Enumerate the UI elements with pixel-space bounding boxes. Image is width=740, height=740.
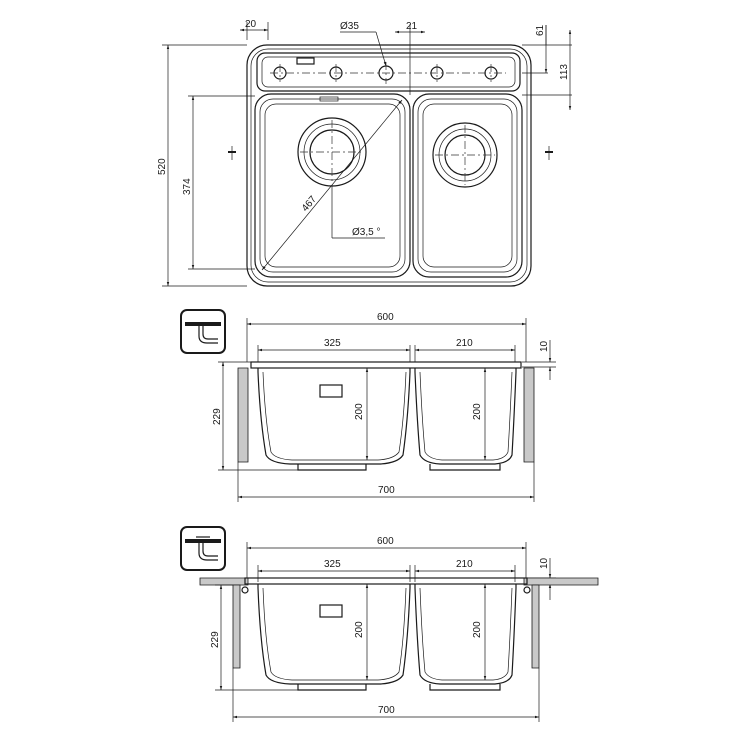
logo-plate [296, 57, 315, 65]
dim-d35-degree: Ø3,5 ° [352, 227, 380, 238]
top-view: 20 Ø35 21 61 113 520 374 [157, 19, 572, 287]
s2-dim-210: 210 [456, 559, 473, 570]
s2-dim-200-left: 200 [354, 621, 365, 638]
s2-dim-229: 229 [210, 631, 221, 648]
s2-dim-10: 10 [539, 557, 550, 569]
s1-dim-10: 10 [539, 340, 550, 352]
tap-holes [270, 62, 506, 84]
s1-dim-600: 600 [377, 312, 394, 323]
section-view-2: 600 325 210 10 200 [180, 526, 599, 722]
s1-dim-325: 325 [324, 338, 341, 349]
dim-467: 467 [300, 194, 319, 214]
s2-dim-200-right: 200 [472, 621, 483, 638]
s1-dim-229: 229 [212, 408, 223, 425]
s1-dim-210: 210 [456, 338, 473, 349]
dim-61: 61 [535, 24, 546, 36]
drain-small [432, 122, 498, 188]
tap-deck [256, 52, 521, 92]
sink-outline [246, 44, 532, 287]
s2-dim-600: 600 [377, 536, 394, 547]
dim-d35: Ø35 [340, 21, 359, 32]
dim-520: 520 [157, 158, 168, 175]
s1-dim-200-left: 200 [354, 403, 365, 420]
dim-21: 21 [406, 21, 418, 32]
undermount-icon [180, 309, 226, 354]
s2-dim-325: 325 [324, 559, 341, 570]
s1-dim-700: 700 [378, 485, 395, 496]
dim-113: 113 [559, 64, 570, 80]
inset-mount-icon [180, 526, 226, 571]
s1-dim-200-right: 200 [472, 403, 483, 420]
large-bowl [254, 93, 411, 278]
s2-dim-700: 700 [378, 705, 395, 716]
small-bowl [412, 93, 523, 278]
section-view-1: 600 325 210 10 200 200 [180, 309, 556, 502]
dim-374: 374 [182, 178, 193, 195]
dim-20: 20 [245, 19, 257, 30]
